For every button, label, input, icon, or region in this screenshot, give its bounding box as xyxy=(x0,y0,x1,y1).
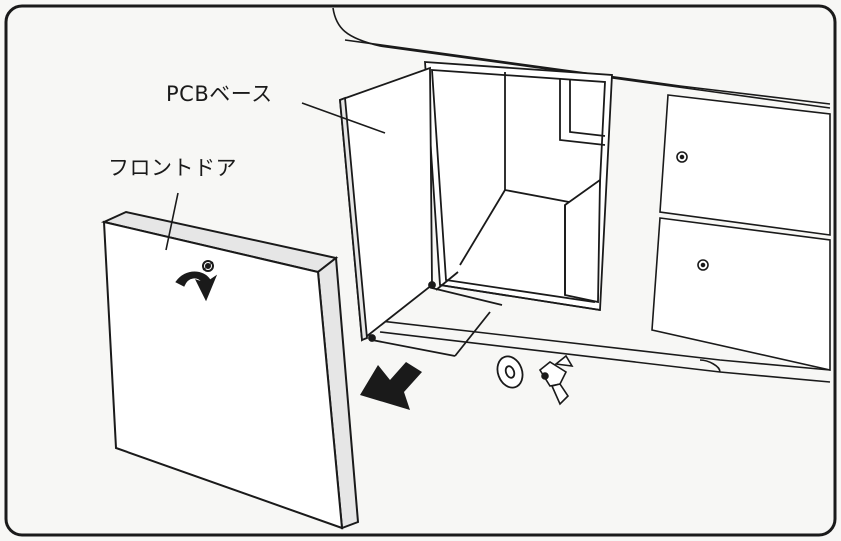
front-door xyxy=(100,210,360,530)
pcb-base-label: PCBベース xyxy=(166,82,273,106)
front-door-label: フロントドア xyxy=(108,156,237,180)
pull-out-arrow-icon xyxy=(360,362,422,410)
wing-nut-icon xyxy=(538,354,574,406)
pcb-base-panel xyxy=(339,66,503,357)
side-drawers xyxy=(651,94,831,371)
rotate-arrow-icon xyxy=(175,271,218,302)
drawer-lock-icon xyxy=(676,151,688,163)
front-door-leader xyxy=(165,192,179,251)
drawer-lock-icon xyxy=(697,259,709,271)
cabinet xyxy=(332,7,831,383)
compartment-opening xyxy=(424,61,613,312)
washer-icon xyxy=(496,355,524,389)
pcb-base-leader xyxy=(301,102,386,134)
cabinet-top-edge xyxy=(332,7,831,109)
door-screw-icon xyxy=(202,260,214,272)
